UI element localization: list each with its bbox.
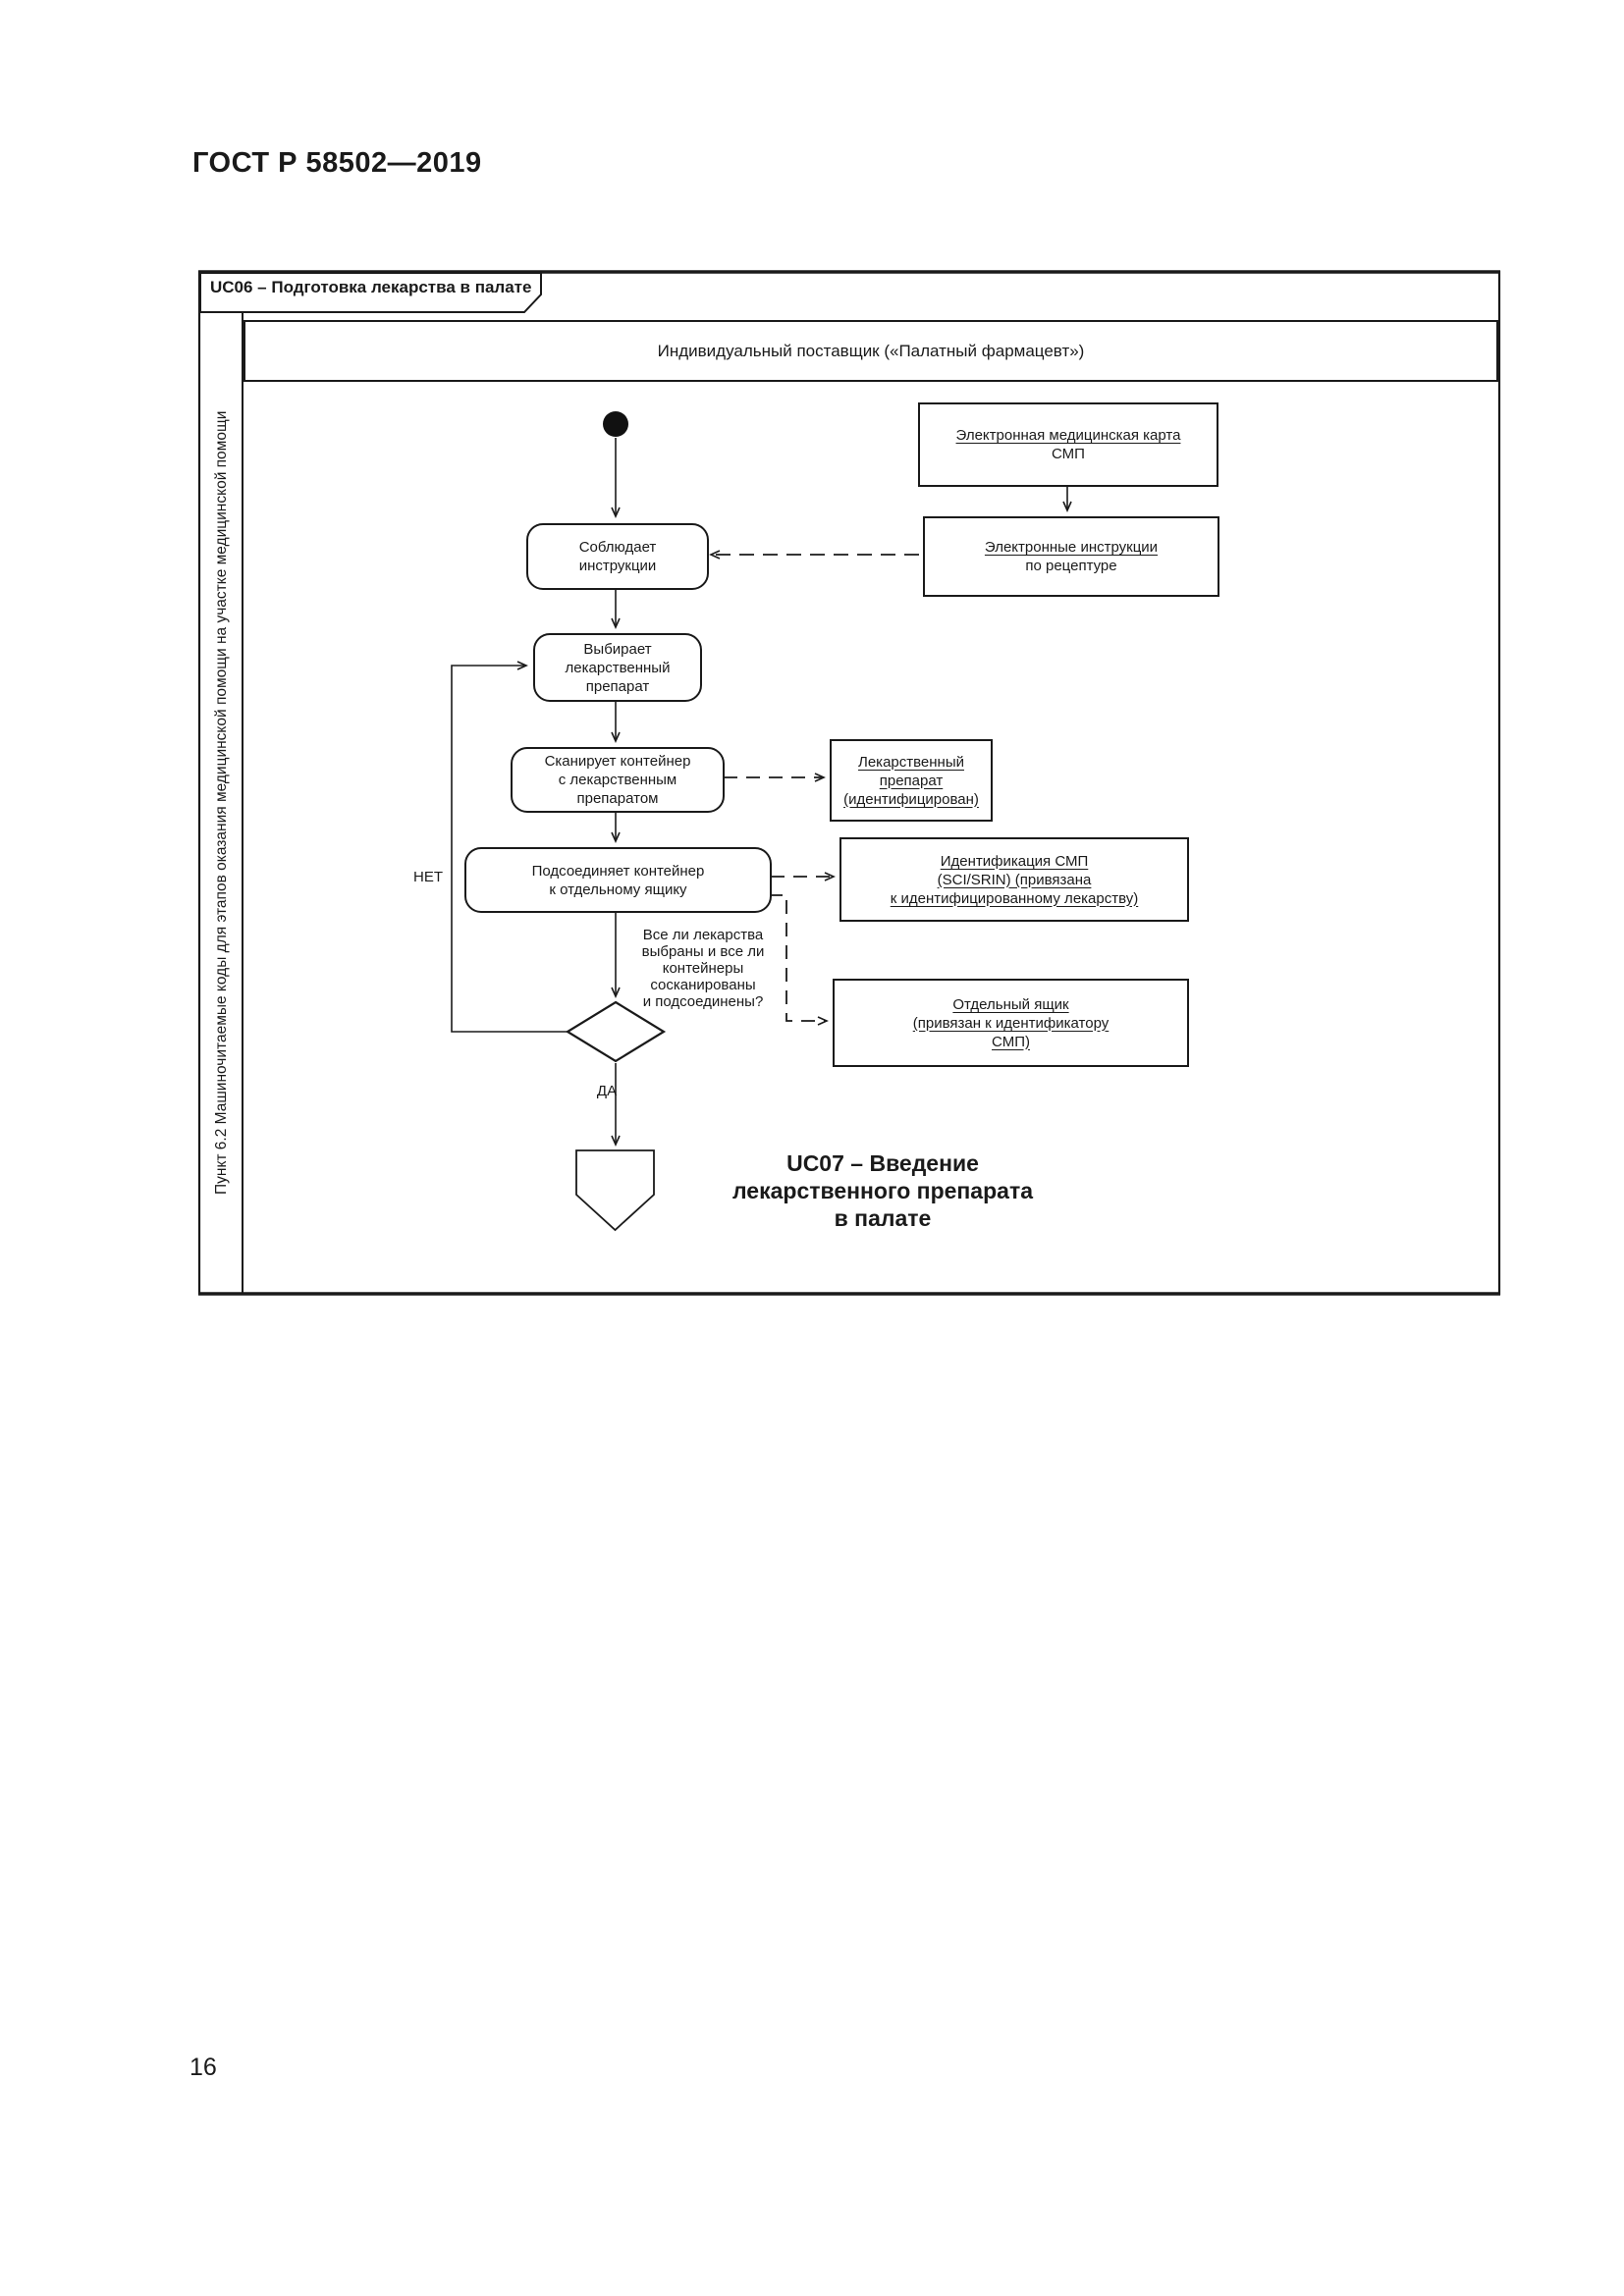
activity-label-line: Выбирает (583, 640, 652, 658)
activity-scan-container: Сканирует контейнер с лекарственным преп… (511, 747, 725, 813)
object-label-line: препарат (879, 772, 944, 789)
activity-label-line: к отдельному ящику (549, 881, 687, 898)
object-drug-identified: Лекарственный препарат (идентифицирован) (830, 739, 993, 822)
lane-title: Индивидуальный поставщик («Палатный фарм… (657, 341, 1085, 360)
object-label-line: Лекарственный (857, 753, 964, 771)
exit-pentagon (575, 1149, 655, 1232)
question-line: сосканированы (650, 977, 756, 993)
edge-decision-no-loop (451, 661, 568, 1033)
object-emr: Электронная медицинская карта СМП (918, 402, 1218, 487)
question-line: и подсоединены? (642, 993, 764, 1010)
exit-caption: UC07 – Введение лекарственного препарата… (725, 1149, 1041, 1232)
object-label-line: СМП (1052, 446, 1085, 462)
frame-title-tab-shape (199, 272, 542, 313)
object-label-line: Электронная медицинская карта (955, 427, 1181, 444)
activity-attach-container: Подсоединяет контейнер к отдельному ящик… (464, 847, 772, 913)
activity-follow-instructions: Соблюдает инструкции (526, 523, 709, 590)
object-label-line: Идентификация СМП (940, 852, 1089, 870)
standard-number: ГОСТ Р 58502—2019 (192, 147, 482, 179)
question-line: Все ли лекарства (642, 927, 764, 943)
activity-label-line: инструкции (578, 558, 657, 574)
activity-label-line: препаратом (576, 790, 659, 807)
activity-label-line: Сканирует контейнер (544, 753, 691, 770)
decision-question: Все ли лекарства выбраны и все ли контей… (628, 927, 778, 1010)
frame-title-tab: UC06 – Подготовка лекарства в палате (210, 278, 532, 296)
page-number: 16 (189, 2054, 217, 2081)
decision-diamond (565, 1000, 667, 1063)
exit-caption-line: UC07 – Введение (786, 1150, 979, 1176)
object-label-line: к идентифицированному лекарству) (890, 889, 1139, 907)
object-label-line: СМП) (992, 1033, 1030, 1050)
edge-label-yes: ДА (596, 1083, 618, 1099)
object-label-line: по рецептуре (1025, 558, 1117, 574)
object-label-line: Отдельный ящик (952, 995, 1069, 1013)
question-line: выбраны и все ли (641, 943, 765, 960)
activity-label-line: Подсоединяет контейнер (531, 862, 705, 880)
start-node (603, 411, 628, 437)
object-label-line: (SCI/SRIN) (привязана (937, 871, 1092, 888)
sidebar-caption: Пункт 6.2 Машиночитаемые коды для этапов… (213, 410, 230, 1196)
object-label-line: Электронные инструкции (984, 539, 1159, 556)
lane-header-box (244, 320, 1498, 382)
activity-label-line: Соблюдает (578, 539, 657, 556)
activity-label-line: препарат (585, 677, 650, 695)
object-separate-box: Отдельный ящик (привязан к идентификатор… (833, 979, 1189, 1067)
object-e-instructions: Электронные инструкции по рецептуре (923, 516, 1219, 597)
object-label-line: (идентифицирован) (843, 790, 979, 808)
edge-attach-to-separatebox-dashed (769, 894, 829, 1026)
question-line: контейнеры (662, 960, 744, 977)
object-label-line: (привязан к идентификатору (912, 1014, 1110, 1032)
exit-caption-line: лекарственного препарата (732, 1178, 1033, 1203)
activity-select-drug: Выбирает лекарственный препарат (533, 633, 702, 702)
edge-label-no: НЕТ (413, 869, 443, 885)
activity-label-line: лекарственный (565, 659, 671, 676)
object-smp-identification: Идентификация СМП (SCI/SRIN) (привязана … (839, 837, 1189, 922)
activity-label-line: с лекарственным (558, 772, 677, 788)
exit-caption-line: в палате (834, 1205, 932, 1231)
